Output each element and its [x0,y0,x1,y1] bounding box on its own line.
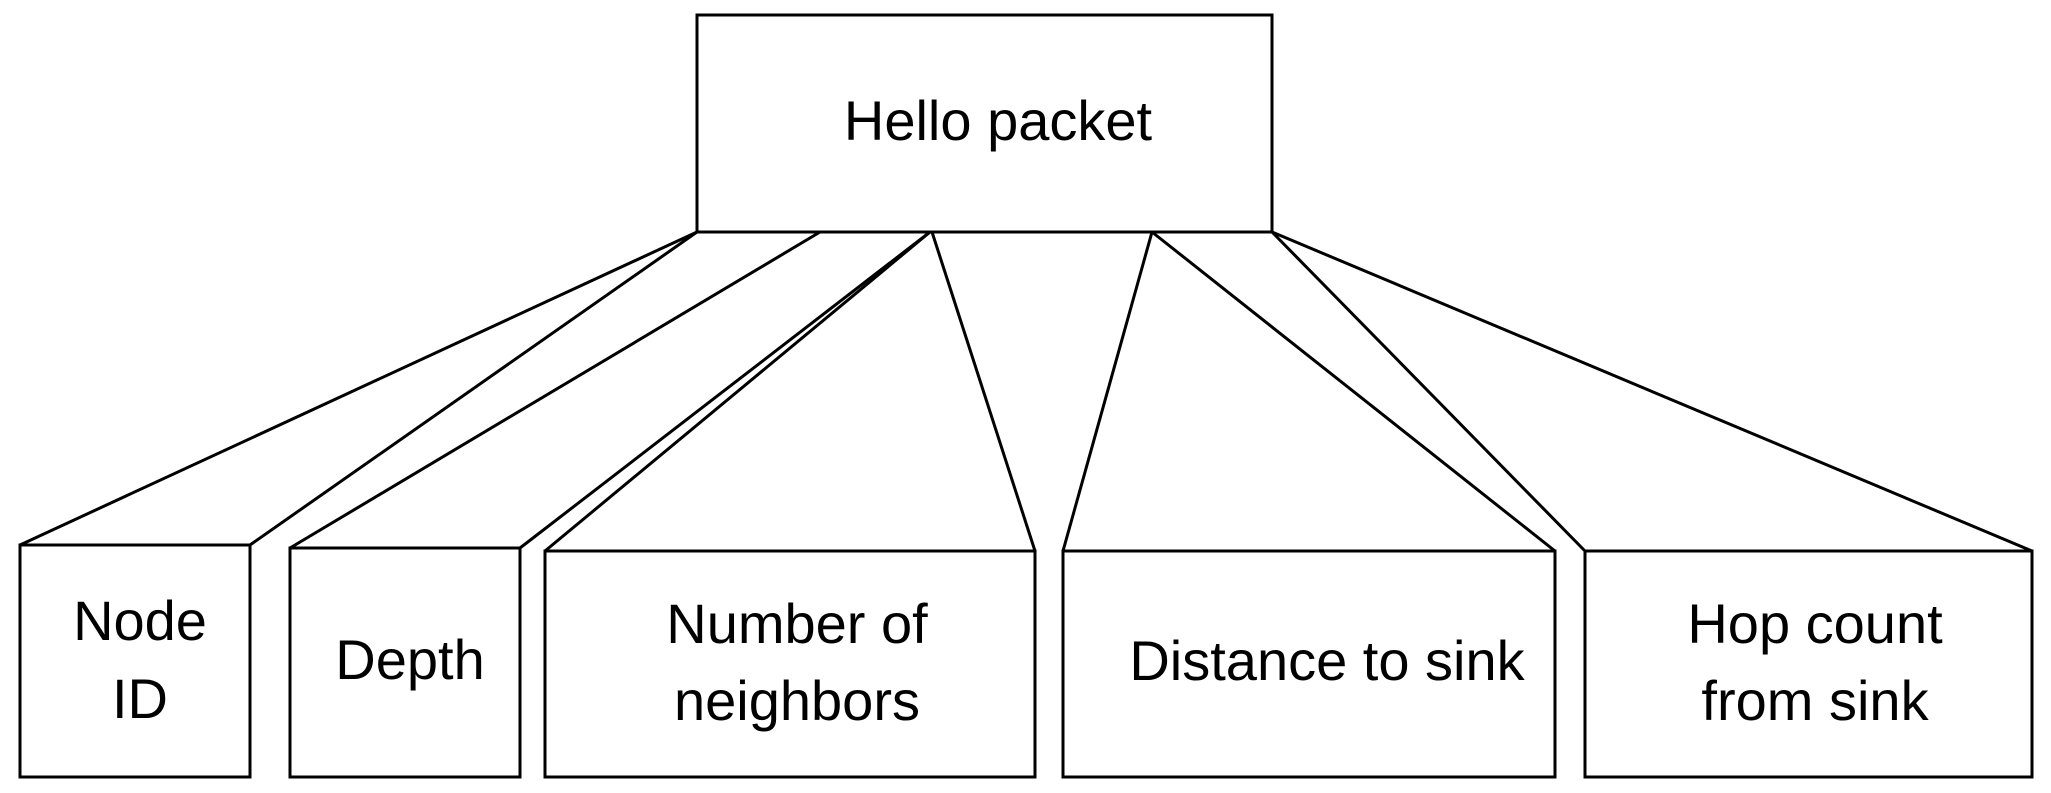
field-box-depth [288,546,522,779]
field-label-depth: Depth [335,628,484,691]
root-label: Hello packet [844,89,1153,152]
field-label-hop-count-line-2: from sink [1701,669,1929,732]
connector-hop-right [1271,230,2033,553]
connector-distance-right [1151,230,1556,553]
connector-neighbors-right [930,231,1037,552]
connector-node-id-left [19,230,698,547]
field-label-node-id-line-1: Node [73,589,207,652]
connector-distance-left [1061,231,1154,552]
field-box-hop-count [1583,549,2034,779]
connector-depth-right [519,230,931,550]
root-box [695,13,1274,234]
field-depth: Depth [288,546,522,779]
field-label-neighbors-line-1: Number of [666,592,928,655]
field-box-neighbors [543,549,1037,779]
connector-neighbors-left [544,230,931,553]
field-node-id: Node ID [18,543,252,779]
connector-hop-left [1270,230,1587,553]
field-box-distance [1061,549,1557,779]
field-distance: Distance to sink [1061,549,1557,779]
connector-depth-left [289,230,821,550]
connector-node-id-right [249,230,698,547]
field-hop-count: Hop count from sink [1583,549,2034,779]
field-neighbors: Number of neighbors [543,549,1037,779]
field-label-distance: Distance to sink [1129,629,1525,692]
connector-lines [19,230,2033,553]
field-label-neighbors-line-2: neighbors [674,669,920,732]
field-label-hop-count-line-1: Hop count [1687,592,1943,655]
field-label-node-id-line-2: ID [112,667,168,730]
field-box-node-id [18,543,252,779]
root-node: Hello packet [695,13,1274,234]
